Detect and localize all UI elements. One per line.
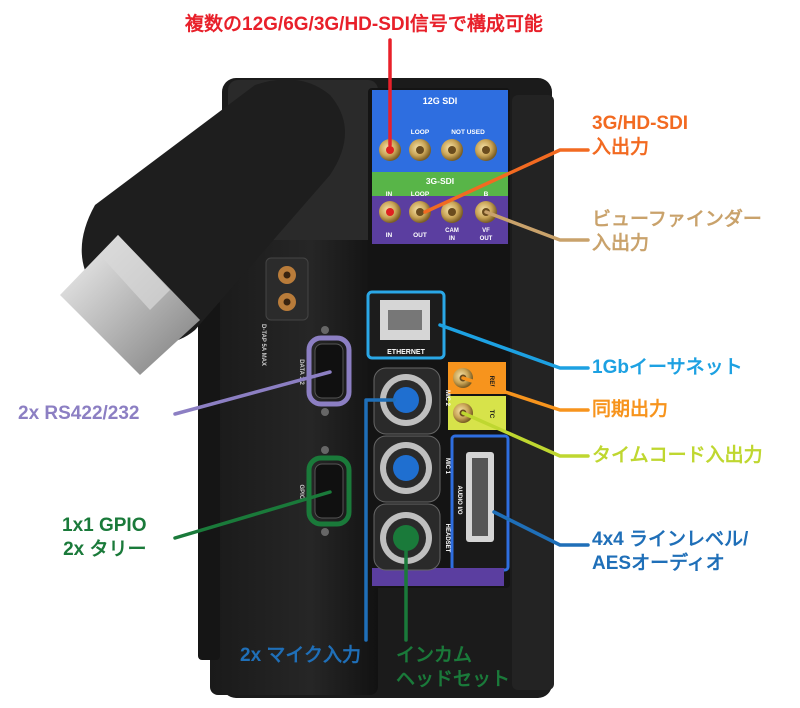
label-b: B bbox=[484, 191, 489, 198]
line-audio bbox=[492, 510, 590, 547]
callout-mic: 2x マイク入力 bbox=[240, 644, 361, 668]
label-in-bottom: IN bbox=[386, 232, 393, 239]
label-data: DATA 1/2 bbox=[298, 359, 304, 385]
callout-gpio-line1: 1x1 GPIO bbox=[62, 515, 147, 536]
label-in-top: IN bbox=[386, 191, 393, 198]
mic2-xlr-connector bbox=[373, 367, 441, 435]
callout-rs422: 2x RS422/232 bbox=[18, 402, 140, 426]
data-db-connector bbox=[306, 326, 352, 416]
callout-genlock-text: 同期出力 bbox=[592, 399, 669, 420]
callout-ethernet-text: 1Gbイーサネット bbox=[592, 357, 743, 378]
dtap-connector bbox=[265, 257, 309, 321]
label-3g-sdi: 3G-SDI bbox=[426, 176, 454, 186]
callout-ethernet: 1Gbイーサネット bbox=[592, 356, 743, 380]
label-ref: REF bbox=[488, 376, 495, 389]
callout-sdi-multi-text: 複数の12G/6G/3G/HD-SDI信号で構成可能 bbox=[185, 14, 543, 35]
label-audio-io: AUDIO I/O bbox=[456, 485, 462, 514]
callout-timecode: タイムコード入出力 bbox=[592, 444, 763, 468]
label-out: OUT bbox=[413, 232, 427, 239]
line-rs422 bbox=[173, 370, 332, 416]
mic1-xlr-connector bbox=[373, 435, 441, 503]
line-gpio bbox=[173, 490, 332, 540]
label-vf-out: OUT bbox=[480, 236, 493, 242]
callout-mic-text: 2x マイク入力 bbox=[240, 645, 362, 666]
headset-xlr-connector bbox=[373, 503, 441, 571]
label-ethernet: ETHERNET bbox=[387, 349, 425, 356]
line-ethernet bbox=[438, 323, 590, 370]
callout-viewfinder: ビューファインダー 入出力 bbox=[592, 208, 762, 256]
label-vf: VF bbox=[482, 228, 490, 234]
line-mic bbox=[364, 398, 396, 642]
callout-sdi3g-line1: 3G/HD-SDI bbox=[592, 113, 689, 134]
label-loop-3g: LOOP bbox=[411, 191, 430, 198]
label-mic1: MIC 1 bbox=[444, 458, 450, 475]
callout-viewfinder-line2: 入出力 bbox=[592, 233, 650, 254]
line-genlock bbox=[461, 376, 590, 412]
label-tc: TC bbox=[488, 410, 495, 419]
callout-intercom: インカム ヘッドセット bbox=[396, 644, 510, 692]
callout-gpio-line2: 2x タリー bbox=[63, 539, 147, 560]
callout-sdi3g: 3G/HD-SDI 入出力 bbox=[592, 112, 688, 160]
callout-rs422-text: 2x RS422/232 bbox=[18, 403, 140, 424]
label-loop-12g: LOOP bbox=[411, 129, 430, 136]
label-cam: CAM bbox=[445, 228, 459, 234]
line-viewfinder bbox=[484, 210, 590, 242]
label-gpio: GPIO bbox=[298, 484, 304, 499]
callout-gpio: 1x1 GPIO 2x タリー bbox=[62, 514, 147, 562]
label-headset: HEADSET bbox=[444, 524, 450, 553]
callout-audio-line1: 4x4 ラインレベル/ bbox=[592, 529, 749, 550]
callout-audio: 4x4 ラインレベル/ AESオーディオ bbox=[592, 528, 748, 576]
label-not-used: NOT USED bbox=[451, 129, 485, 136]
callout-timecode-text: タイムコード入出力 bbox=[592, 445, 763, 466]
top-handle bbox=[60, 79, 346, 375]
line-timecode bbox=[461, 411, 590, 458]
callout-genlock: 同期出力 bbox=[592, 398, 668, 422]
callout-intercom-line1: インカム bbox=[396, 645, 473, 666]
label-12g-sdi: 12G SDI bbox=[423, 96, 458, 106]
callout-lines bbox=[173, 38, 590, 642]
callout-sdi3g-line2: 入出力 bbox=[592, 137, 650, 158]
callout-sdi-multi: 複数の12G/6G/3G/HD-SDI信号で構成可能 bbox=[185, 13, 543, 37]
label-mic2: MIC 2 bbox=[444, 390, 450, 407]
callout-intercom-line2: ヘッドセット bbox=[396, 669, 511, 690]
label-cam-in: IN bbox=[449, 236, 455, 242]
label-dtap: D-TAP 5A MAX bbox=[260, 324, 266, 366]
callout-viewfinder-line1: ビューファインダー bbox=[592, 209, 762, 230]
callout-audio-line2: AESオーディオ bbox=[592, 553, 725, 574]
sdi12g-connectors bbox=[379, 139, 497, 161]
line-sdi3g bbox=[423, 148, 590, 214]
